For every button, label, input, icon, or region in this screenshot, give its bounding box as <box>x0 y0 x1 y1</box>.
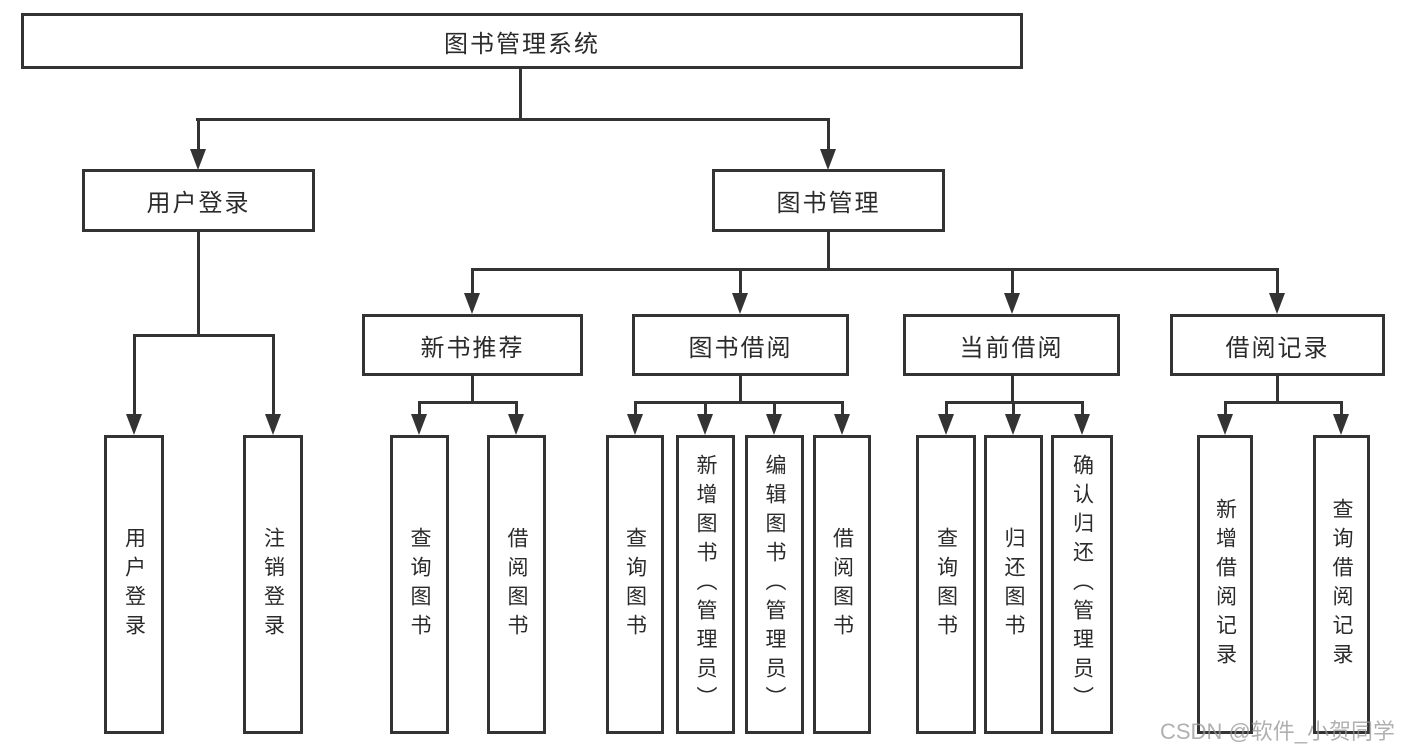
connector-line <box>1224 401 1342 404</box>
node-label: 确认归还（管理员） <box>1070 454 1094 715</box>
connector-line <box>1012 401 1015 414</box>
connector-line <box>197 231 200 337</box>
arrow-down-icon <box>1269 293 1285 314</box>
arrow-down-icon <box>1217 414 1233 435</box>
leaf-borrow-query-books: 查询图书 <box>606 435 664 734</box>
leaf-add-borrow-record: 新增借阅记录 <box>1197 435 1253 734</box>
connector-line <box>196 118 830 121</box>
arrow-down-icon <box>126 414 142 435</box>
connector-line <box>418 401 421 414</box>
connector-line <box>418 401 517 404</box>
arrow-down-icon <box>627 414 643 435</box>
arrow-down-icon <box>766 414 782 435</box>
csdn-watermark: CSDN @软件_小贺同学 <box>1160 719 1396 744</box>
node-label: 查询图书 <box>934 526 958 643</box>
arrow-down-icon <box>464 293 480 314</box>
connector-line <box>133 334 136 414</box>
leaf-newbook-query-books: 查询图书 <box>390 435 449 734</box>
node-borrow-records: 借阅记录 <box>1170 314 1385 376</box>
leaf-current-confirm-return-admin: 确认归还（管理员） <box>1051 435 1113 734</box>
node-label: 当前借阅 <box>959 334 1064 362</box>
leaf-newbook-borrow-books: 借阅图书 <box>487 435 546 734</box>
node-label: 归还图书 <box>1002 526 1025 643</box>
connector-line <box>519 66 522 119</box>
arrow-down-icon <box>1004 293 1020 314</box>
connector-line <box>133 334 274 337</box>
arrow-down-icon <box>820 149 836 170</box>
arrow-down-icon <box>834 414 850 435</box>
node-label: 查询图书 <box>408 526 431 643</box>
node-label: 查询图书 <box>623 526 647 643</box>
arrow-down-icon <box>1074 414 1090 435</box>
node-label: 注销登录 <box>261 526 285 643</box>
leaf-current-query-books: 查询图书 <box>916 435 976 734</box>
arrow-down-icon <box>508 414 524 435</box>
connector-line <box>1340 401 1343 414</box>
leaf-query-borrow-record: 查询借阅记录 <box>1313 435 1370 734</box>
connector-line <box>471 268 1278 271</box>
node-label: 查询借阅记录 <box>1330 497 1353 672</box>
connector-line <box>515 401 518 414</box>
connector-line <box>1276 268 1279 293</box>
arrow-down-icon <box>265 414 281 435</box>
node-label: 新增图书（管理员） <box>694 454 717 715</box>
node-user-login: 用户登录 <box>82 169 315 232</box>
connector-line <box>739 375 742 404</box>
node-book-management: 图书管理 <box>712 169 945 232</box>
arrow-down-icon <box>1005 414 1021 435</box>
connector-line <box>471 268 474 293</box>
connector-line <box>634 401 843 404</box>
leaf-borrow-borrow-books: 借阅图书 <box>813 435 871 734</box>
node-label: 新增借阅记录 <box>1213 497 1237 672</box>
leaf-borrow-edit-books-admin: 编辑图书（管理员） <box>745 435 804 734</box>
connector-line <box>197 118 200 150</box>
connector-line <box>1011 268 1014 293</box>
node-new-book-recommend: 新书推荐 <box>362 314 583 376</box>
arrow-down-icon <box>732 293 748 314</box>
node-label: 借阅图书 <box>830 526 854 643</box>
node-label: 图书管理 <box>776 190 881 217</box>
connector-line <box>471 375 474 404</box>
leaf-current-return-books: 归还图书 <box>984 435 1043 734</box>
connector-line <box>945 401 948 414</box>
node-label: 编辑图书（管理员） <box>763 454 786 715</box>
arrow-down-icon <box>938 414 954 435</box>
connector-line <box>634 401 637 414</box>
node-label: 图书管理系统 <box>444 30 600 58</box>
node-label: 新书推荐 <box>420 334 525 362</box>
arrow-down-icon <box>190 149 206 170</box>
connector-line <box>1276 375 1279 404</box>
arrow-down-icon <box>697 414 713 435</box>
arrow-down-icon <box>411 414 427 435</box>
connector-line <box>773 401 776 414</box>
connector-line <box>704 401 707 414</box>
arrow-down-icon <box>1333 414 1349 435</box>
connector-line <box>1081 401 1084 414</box>
node-label: 借阅记录 <box>1225 334 1330 362</box>
connector-line <box>827 118 830 150</box>
leaf-user-login: 用户登录 <box>104 435 164 734</box>
node-current-borrow: 当前借阅 <box>903 314 1120 376</box>
node-label: 用户登录 <box>122 526 146 643</box>
leaf-borrow-add-books-admin: 新增图书（管理员） <box>676 435 735 734</box>
connector-line <box>739 268 742 293</box>
node-label: 用户登录 <box>146 190 251 217</box>
node-library-management-system: 图书管理系统 <box>21 13 1023 69</box>
node-label: 图书借阅 <box>688 334 793 362</box>
node-label: 借阅图书 <box>505 526 528 643</box>
connector-line <box>827 232 830 271</box>
connector-line <box>1011 375 1014 404</box>
node-book-borrow: 图书借阅 <box>632 314 849 376</box>
leaf-logout: 注销登录 <box>243 435 303 734</box>
connector-line <box>1224 401 1227 414</box>
connector-line <box>272 334 275 414</box>
connector-line <box>841 401 844 414</box>
